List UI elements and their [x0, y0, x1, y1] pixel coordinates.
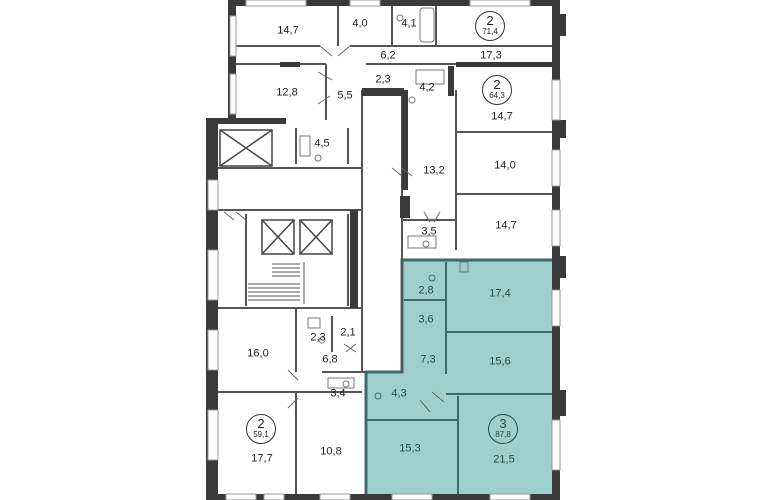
room-area-label: 17,4 [489, 287, 511, 300]
apartment-total-area: 87,8 [495, 430, 511, 439]
apartment-total-area: 64,3 [489, 91, 505, 100]
room-area-label: 17,3 [480, 49, 502, 62]
apartment-room-count: 2 [257, 416, 265, 431]
room-area-label: 13,2 [423, 164, 445, 177]
room-area-label: 15,3 [399, 442, 421, 455]
apartment-room-count: 2 [486, 13, 494, 28]
thick-walls [280, 62, 552, 308]
room-area-label: 3,6 [418, 313, 434, 326]
elevator-shafts [219, 129, 333, 255]
staircase [248, 262, 305, 304]
apartment-room-count: 3 [499, 416, 507, 431]
room-area-label: 6,2 [380, 49, 396, 62]
outer-walls [206, 0, 566, 500]
apartment-badge[interactable]: 2 71,4 [475, 11, 505, 41]
bathroom-fixtures [299, 7, 469, 400]
room-area-label: 15,6 [489, 355, 511, 368]
room-area-label: 17,7 [251, 452, 273, 465]
apartment-badge[interactable]: 2 64,3 [482, 75, 512, 105]
room-area-label: 2,8 [418, 284, 434, 297]
apartment-badge[interactable]: 2 59,1 [246, 414, 276, 444]
room-area-label: 5,5 [337, 89, 353, 102]
room-area-label: 4,1 [401, 17, 417, 30]
room-area-label: 2,3 [310, 331, 326, 344]
room-area-label: 21,5 [493, 453, 515, 466]
room-area-label: 2,3 [375, 73, 391, 86]
room-area-label: 4,2 [419, 81, 435, 94]
room-area-label: 4,3 [391, 387, 407, 400]
room-area-label: 14,7 [495, 219, 517, 232]
room-area-label: 2,1 [340, 326, 356, 339]
room-area-label: 3,4 [330, 387, 346, 400]
apartment-total-area: 59,1 [253, 430, 269, 439]
apartment-badge-selected[interactable]: 3 87,8 [488, 414, 518, 444]
room-area-label: 10,8 [320, 445, 342, 458]
room-area-label: 14,7 [277, 24, 299, 37]
room-area-label: 3,5 [421, 225, 437, 238]
room-area-label: 14,0 [494, 159, 516, 172]
selected-apartment-area[interactable] [364, 258, 560, 498]
room-area-label: 4,0 [352, 17, 368, 30]
room-area-label: 14,7 [491, 110, 513, 123]
room-area-label: 4,5 [314, 137, 330, 150]
room-area-label: 16,0 [247, 347, 269, 360]
windows [207, 0, 561, 500]
apartment-total-area: 71,4 [482, 27, 498, 36]
doors [223, 45, 445, 413]
room-area-label: 12,8 [276, 86, 298, 99]
apartment-room-count: 2 [493, 77, 501, 92]
room-area-label: 6,8 [322, 353, 338, 366]
room-area-label: 7,3 [420, 353, 436, 366]
